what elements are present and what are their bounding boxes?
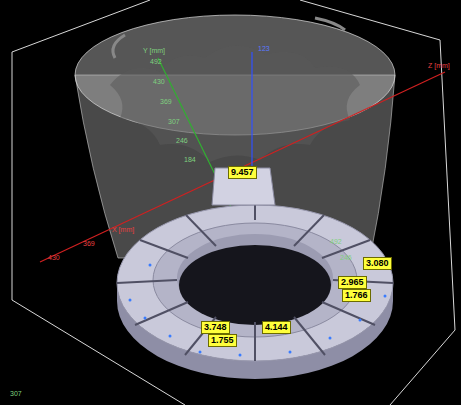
- callout-number: 1.766: [345, 290, 368, 301]
- callout-number: 4.144: [265, 322, 288, 333]
- segmented-ring: [117, 168, 393, 379]
- callout-box: 1.766: [342, 289, 371, 302]
- callout-box: 9.457: [228, 166, 257, 179]
- tick-label: 307: [10, 390, 22, 398]
- callout-box: 3.748: [201, 321, 230, 334]
- tick-label: 430: [48, 254, 60, 262]
- tick-label: 123: [258, 45, 270, 53]
- callout-box: 4.144: [262, 321, 291, 334]
- tick-label: 246: [340, 254, 352, 262]
- tick-label: 184: [184, 156, 196, 164]
- axis-title: X [mm]: [112, 226, 134, 234]
- callout-number: 9.457: [231, 167, 254, 178]
- tick-label: 492: [330, 238, 342, 246]
- axis-title: Z [mm]: [428, 62, 450, 70]
- callout-box: 3.080: [363, 257, 392, 270]
- axis-title: Y [mm]: [143, 47, 165, 55]
- callout-number: 2.965: [341, 277, 364, 288]
- tick-label: 369: [160, 98, 172, 106]
- bounding-box: [12, 0, 455, 405]
- callout-box: 2.965: [338, 276, 367, 289]
- callout-number: 3.080: [366, 258, 389, 269]
- callout-number: 3.748: [204, 322, 227, 333]
- tick-label: 369: [83, 240, 95, 248]
- tick-label: 430: [153, 78, 165, 86]
- callout-box: 1.755: [208, 334, 237, 347]
- housing-cavity: [110, 46, 360, 162]
- tick-label: 307: [168, 118, 180, 126]
- tick-label: 492: [150, 58, 162, 66]
- callout-number: 1.755: [211, 335, 234, 346]
- tick-label: 246: [176, 137, 188, 145]
